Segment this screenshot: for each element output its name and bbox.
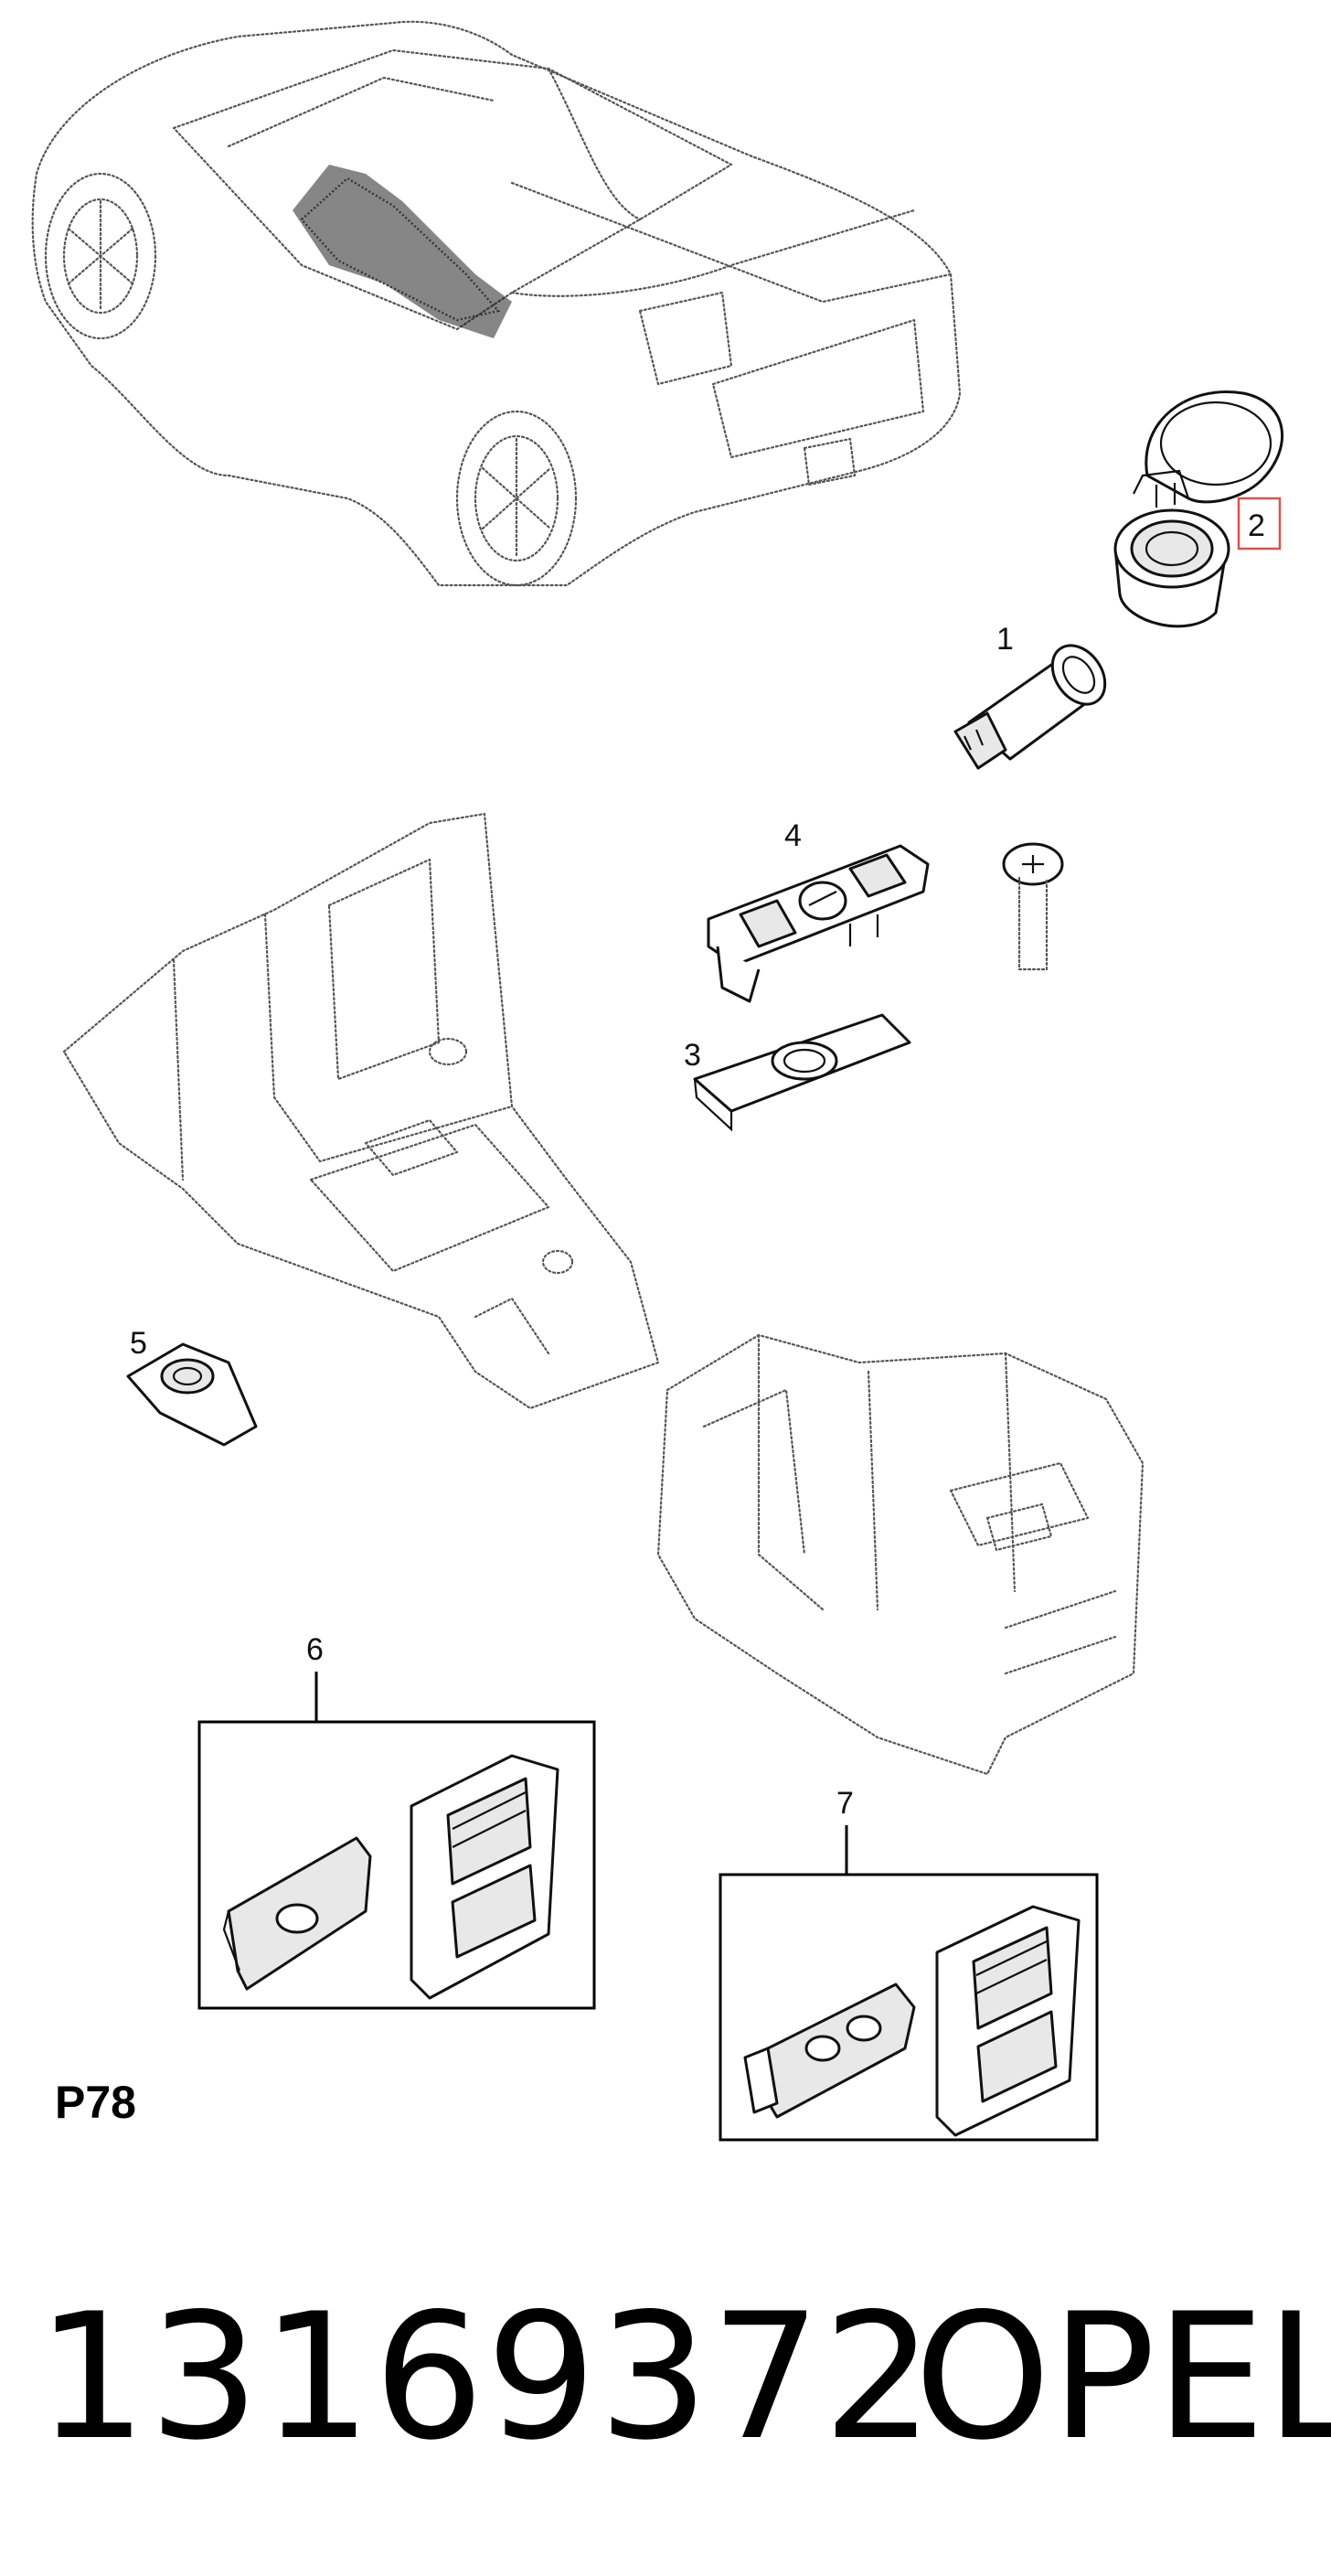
callout-5: 5 [130, 1326, 147, 1361]
variant-box-6 [197, 1720, 596, 2010]
part-1-lighter-element [953, 644, 1107, 770]
part-6-ashtray-panel [222, 1836, 372, 1991]
variant-box-7 [719, 1873, 1099, 2142]
callout-3: 3 [684, 1038, 701, 1073]
car-outline [31, 20, 962, 587]
part-6-vent-frame [410, 1754, 559, 2000]
part-5-trim-plate [126, 1342, 258, 1447]
page-code: P78 [55, 2077, 136, 2128]
callout-2: 2 [1248, 508, 1265, 543]
callout-6: 6 [306, 1632, 324, 1667]
callout-7: 7 [836, 1786, 854, 1821]
brand-name: OPEL [914, 2276, 1331, 2478]
part-4-socket-bezel [707, 844, 930, 1003]
callout-2-highlight-box [1237, 497, 1282, 550]
callout-1: 1 [996, 622, 1014, 657]
rear-console-outline [656, 1333, 1145, 1776]
part-2-socket-with-cap [1113, 390, 1283, 628]
part-screw [1002, 842, 1064, 971]
front-console-outline [62, 812, 660, 1410]
part-3-cover-plate [693, 1013, 911, 1132]
part-number: 13169372 [37, 2276, 936, 2478]
callout-4: 4 [784, 818, 802, 853]
part-7-vent-frame [935, 1905, 1081, 2137]
part-7-socket-panel [743, 1983, 916, 2119]
